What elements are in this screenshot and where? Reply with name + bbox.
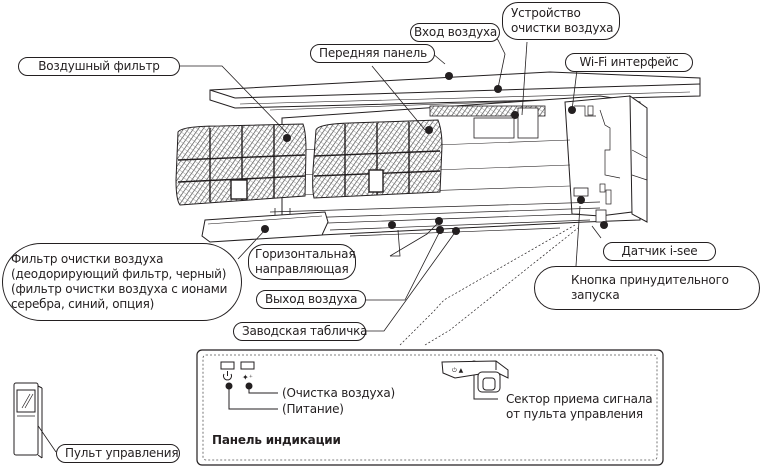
remote-control (13, 382, 43, 459)
mini-icons: ⏻ ▲ (452, 367, 464, 374)
indicator-panel-title: Панель индикации (212, 433, 341, 447)
label-remote-control: Пульт управления (56, 444, 180, 463)
label-nameplate: Заводская табличка (233, 322, 367, 341)
leader-dots (21, 72, 608, 431)
air-cleaning-icon: ✦⁺ (242, 373, 253, 382)
label-horizontal-vane: Горизонтальная направляющая (248, 244, 356, 280)
receiver-sector-drawing (441, 360, 509, 393)
label-air-outlet: Выход воздуха (256, 290, 366, 309)
indicator-panel-frame (196, 349, 664, 466)
label-air-cleaning-filter: Фильтр очистки воздуха (деодорирующий фи… (2, 243, 242, 321)
indicator-lamps (220, 361, 255, 370)
label-isee-sensor: Датчик i-see (603, 242, 716, 261)
label-power-indicator: (Питание) (282, 402, 344, 416)
side-casing (564, 95, 633, 217)
label-emergency-button: Кнопка принудительного запуска (534, 266, 760, 310)
label-air-filter: Воздушный фильтр (18, 57, 180, 76)
label-front-panel: Передняя панель (310, 44, 435, 63)
label-wifi-interface: Wi-Fi интерфейс (565, 53, 693, 72)
air-filter-left (175, 123, 307, 206)
label-receiver-sector: Сектор приема сигнала от пульта управлен… (506, 392, 653, 421)
svg-text:✦⁺: ✦⁺ (242, 373, 253, 382)
label-air-cleaning-indicator: (Очистка воздуха) (282, 386, 395, 400)
power-icon (223, 371, 232, 381)
label-air-cleaner: Устройство очистки воздуха (502, 2, 620, 40)
label-air-inlet: Вход воздуха (410, 23, 500, 42)
air-filter-right (312, 119, 443, 199)
